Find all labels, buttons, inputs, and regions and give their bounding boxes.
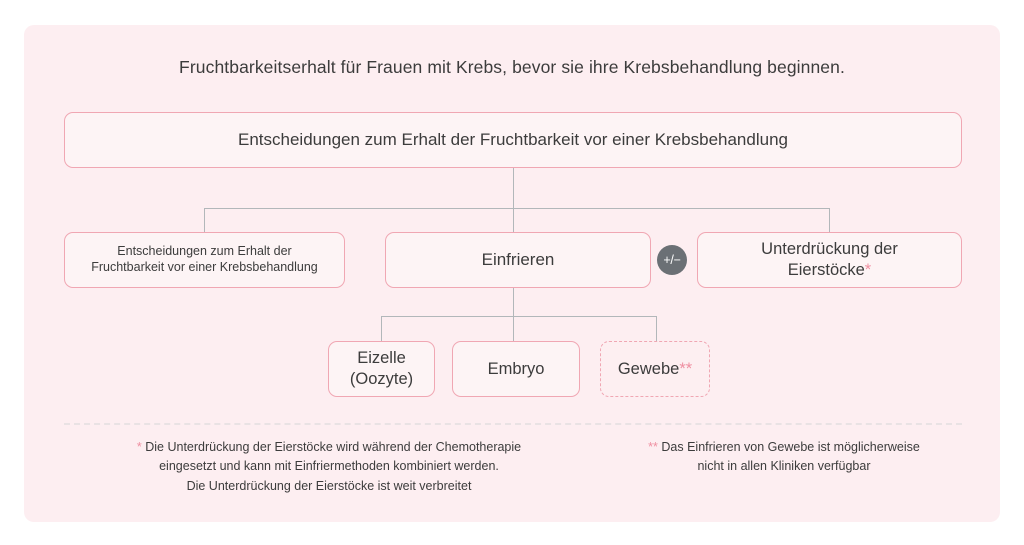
node-oocyte[interactable]: Eizelle (Oozyte) <box>328 341 435 397</box>
node-embryo[interactable]: Embryo <box>452 341 580 397</box>
plus-minus-badge: +/− <box>657 245 687 275</box>
connector-level3-left-drop <box>381 316 382 341</box>
footnote-1-line3: Die Unterdrückung der Eierstöcke ist wei… <box>186 478 472 493</box>
footnote-1-line2: eingesetzt und kann mit Einfriermethoden… <box>159 459 499 474</box>
footnote-1-line1: Die Unterdrückung der Eierstöcke wird wä… <box>145 440 522 454</box>
footnote-2-marker: ** <box>648 440 658 454</box>
node-tissue-text: Gewebe <box>617 359 680 378</box>
connector-root-stem <box>513 168 514 232</box>
node-oocyte-line2: (Oozyte) <box>349 370 414 388</box>
node-freezing-label: Einfrieren <box>481 250 555 270</box>
node-ovarian-suppression[interactable]: Unterdrückung der Eierstöcke* <box>697 232 962 288</box>
footnote-divider <box>64 423 962 425</box>
footnote-1-marker: * <box>136 440 142 454</box>
node-tissue[interactable]: Gewebe** <box>600 341 710 397</box>
connector-freezing-stem <box>513 288 514 341</box>
node-options[interactable]: Entscheidungen zum Erhalt der Fruchtbark… <box>64 232 345 288</box>
node-suppression-marker: * <box>864 261 872 279</box>
node-freezing[interactable]: Einfrieren <box>385 232 651 288</box>
connector-level3-right-drop <box>656 316 657 341</box>
node-embryo-label: Embryo <box>487 359 545 378</box>
connector-level2-bar <box>204 208 830 209</box>
footnote-tissue-freezing: ** Das Einfrieren von Gewebe ist möglich… <box>594 438 974 477</box>
page-title: Fruchtbarkeitserhalt für Frauen mit Kreb… <box>179 57 845 77</box>
node-oocyte-line1: Eizelle <box>357 349 406 368</box>
node-options-line1: Entscheidungen zum Erhalt der <box>117 244 292 259</box>
node-ovarian-suppression-label: Unterdrückung der Eierstöcke* <box>761 239 898 280</box>
connector-level2-right-drop <box>829 208 830 232</box>
connector-level2-left-drop <box>204 208 205 232</box>
node-options-line2: Fruchtbarkeit vor einer Krebsbehandlung <box>91 260 318 274</box>
footnote-2-line1: Das Einfrieren von Gewebe ist möglicherw… <box>661 440 920 454</box>
node-tissue-label: Gewebe** <box>618 359 692 380</box>
node-suppression-line2: Eierstöcke <box>787 261 865 279</box>
node-root[interactable]: Entscheidungen zum Erhalt der Fruchtbark… <box>64 112 962 168</box>
node-suppression-line1: Unterdrückung der <box>761 240 898 259</box>
node-root-label: Entscheidungen zum Erhalt der Fruchtbark… <box>238 130 788 150</box>
node-tissue-marker: ** <box>679 359 693 378</box>
plus-minus-label: +/− <box>663 253 681 267</box>
infographic-card: Fruchtbarkeitserhalt für Frauen mit Kreb… <box>24 25 1000 522</box>
node-oocyte-label: Eizelle (Oozyte) <box>350 348 413 389</box>
node-options-label: Entscheidungen zum Erhalt der Fruchtbark… <box>91 244 318 275</box>
connector-level3-bar <box>381 316 657 317</box>
footnote-2-line2: nicht in allen Kliniken verfügbar <box>697 459 871 474</box>
footnote-ovarian-suppression: * Die Unterdrückung der Eierstöcke wird … <box>114 438 544 496</box>
